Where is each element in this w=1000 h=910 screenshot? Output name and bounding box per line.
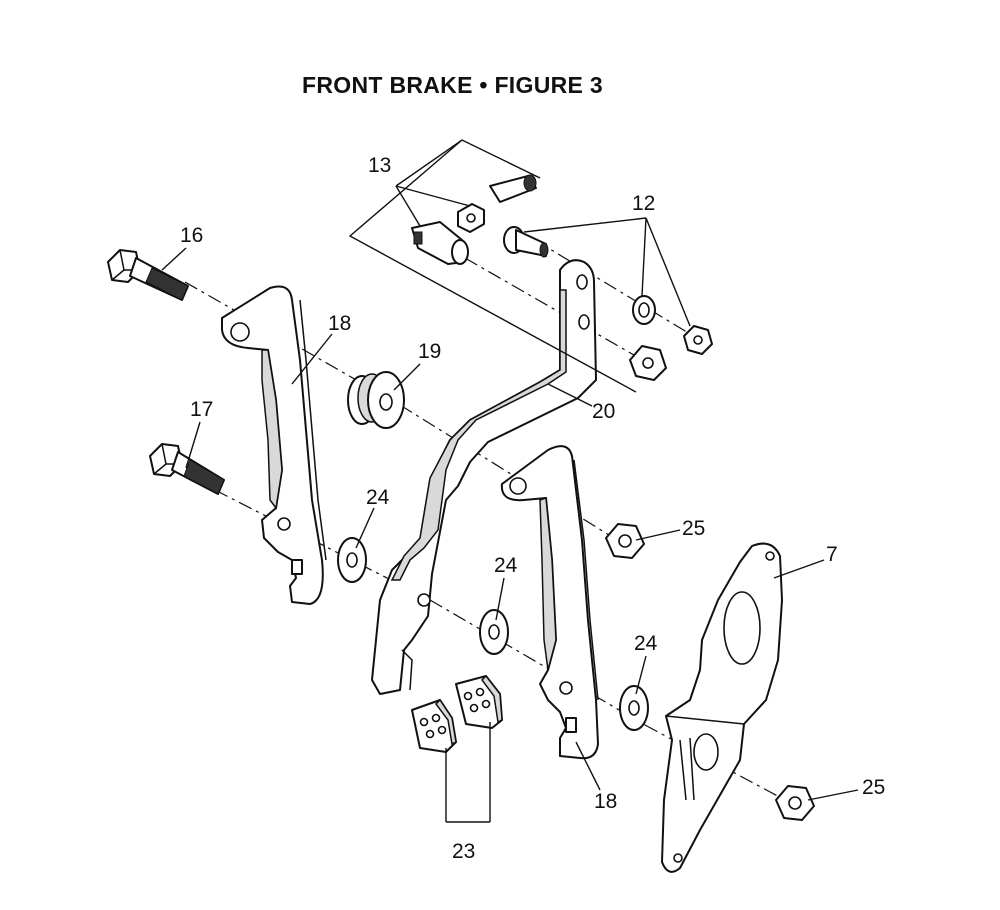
- callout-7: 7: [826, 543, 838, 566]
- washer-24-left: [337, 537, 367, 583]
- callout-18-right: 18: [594, 790, 617, 813]
- callout-12: 12: [632, 192, 655, 215]
- callout-24-right: 24: [634, 632, 658, 655]
- washer-24-right: [619, 685, 649, 731]
- spacer-19: [347, 371, 405, 429]
- bolt-16: [107, 249, 189, 301]
- callout-25-middle: 25: [682, 517, 705, 540]
- clevis-13: [411, 174, 537, 265]
- callout-labels: 13 12 16 18 19 17 20 24 25 7 24 24 18 25…: [180, 154, 885, 863]
- callout-25-lower: 25: [862, 776, 885, 799]
- mounting-plate-7: [661, 542, 783, 873]
- caliper-arm-18-left: [221, 285, 327, 605]
- callout-24-center: 24: [494, 554, 518, 577]
- figure-title: FRONT BRAKE • FIGURE 3: [302, 72, 603, 98]
- leader-lines: [161, 139, 859, 823]
- callout-18-left: 18: [328, 312, 351, 335]
- callout-17: 17: [190, 398, 213, 421]
- nut-25-lower: [775, 785, 815, 821]
- brake-pads-23: [411, 674, 503, 753]
- caliper-arm-18-right: [500, 445, 599, 760]
- callout-16: 16: [180, 224, 203, 247]
- callout-23: 23: [452, 840, 475, 863]
- nut-25-middle: [605, 523, 645, 559]
- callout-19: 19: [418, 340, 441, 363]
- callout-20: 20: [592, 400, 615, 423]
- nut-upper: [629, 345, 667, 381]
- bolt-17: [149, 443, 225, 495]
- washer-24-center: [479, 609, 509, 655]
- callout-13: 13: [368, 154, 391, 177]
- callout-24-left: 24: [366, 486, 390, 509]
- clevis-pin-12: [503, 226, 713, 355]
- brake-lever-20: [371, 259, 597, 695]
